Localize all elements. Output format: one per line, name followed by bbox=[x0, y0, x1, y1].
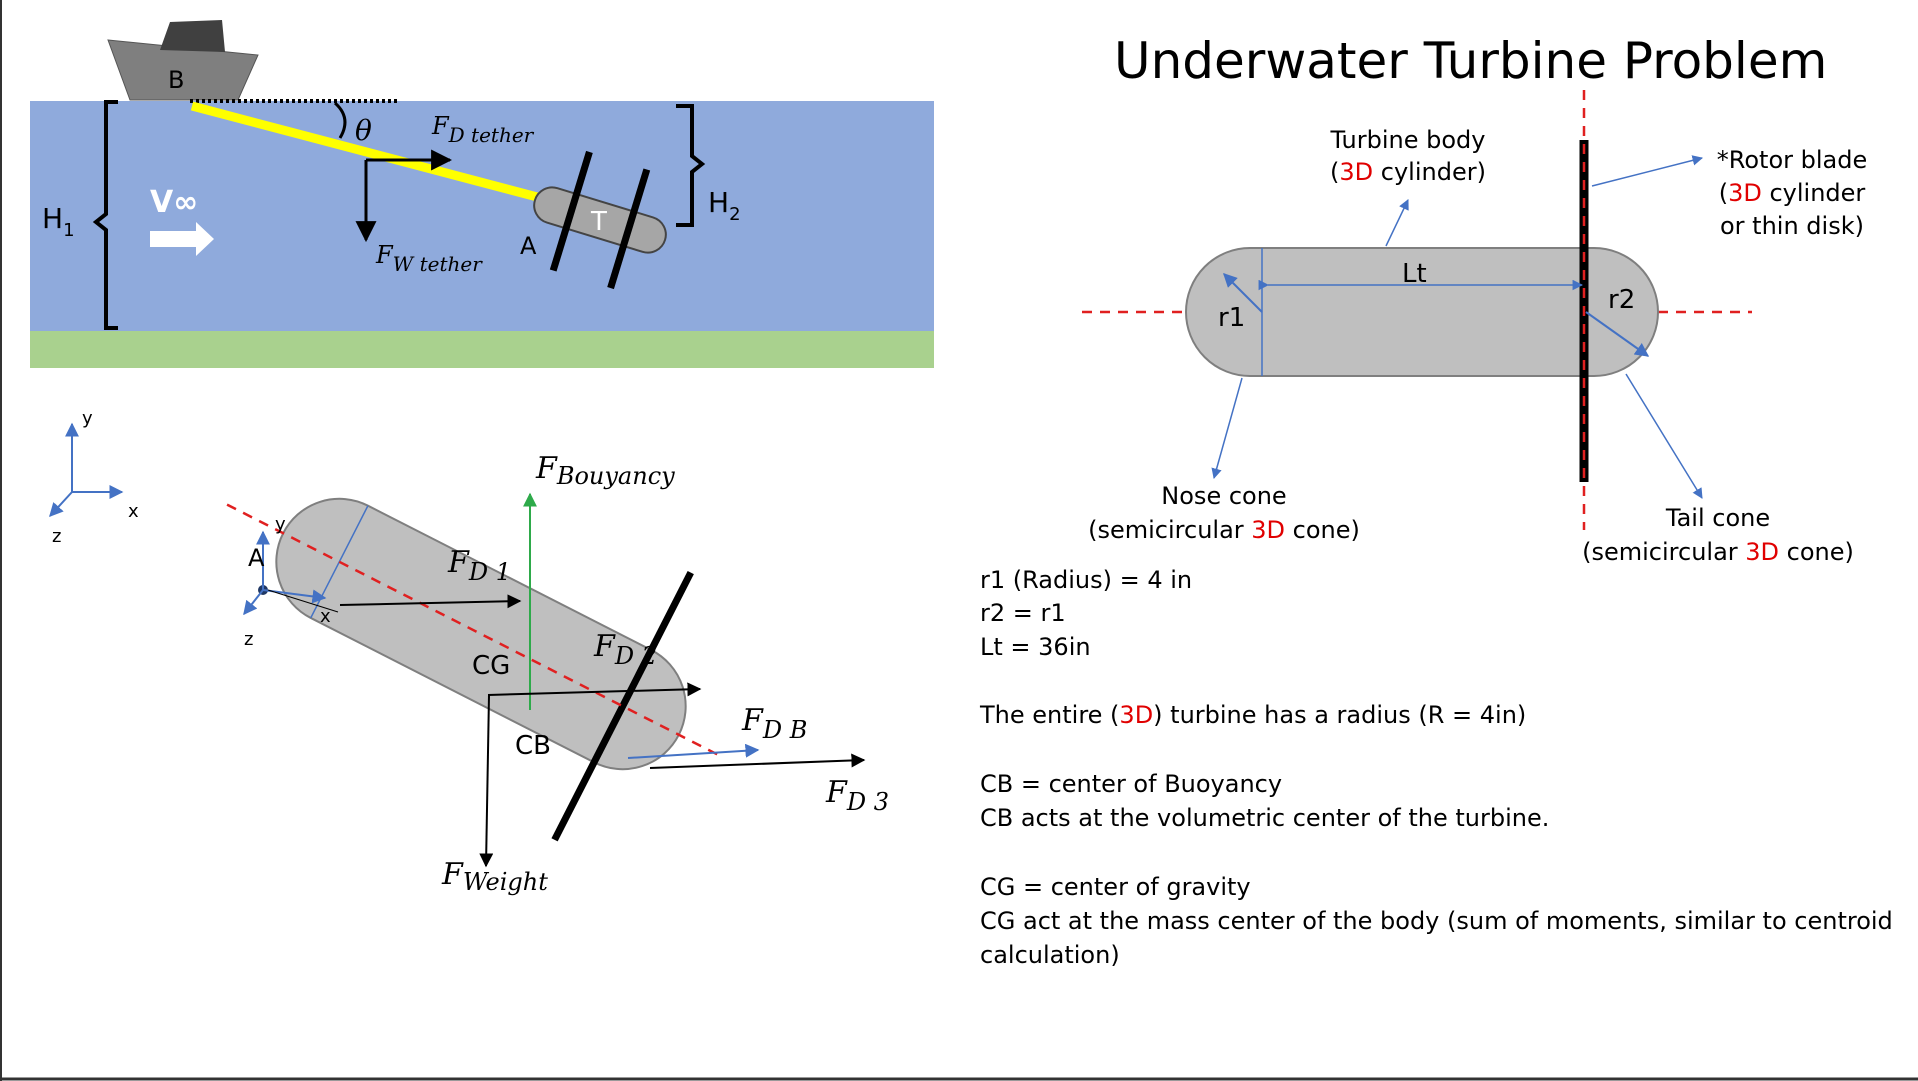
r1-arrow bbox=[1223, 273, 1263, 313]
point-a-top-label: A bbox=[520, 232, 537, 260]
r2-arrow bbox=[1585, 311, 1650, 357]
h2-label: H2 bbox=[708, 186, 741, 225]
notes: r1 (Radius) = 4 in r2 = r1 Lt = 36in The… bbox=[979, 566, 1893, 969]
note-lt: Lt = 36in bbox=[980, 633, 1091, 661]
point-a-label: A bbox=[248, 544, 265, 572]
h2-bracket bbox=[676, 104, 706, 227]
note-cb-definition: CB = center of Buoyancy bbox=[980, 770, 1282, 798]
note-cg-description: CG act at the mass center of the body (s… bbox=[980, 907, 1893, 935]
global-y-label: y bbox=[82, 408, 93, 429]
turbine-body-sublabel: (3D cylinder) bbox=[1330, 158, 1486, 186]
local-x-label: x bbox=[320, 606, 331, 627]
cb-label: CB bbox=[515, 731, 551, 761]
ground-region bbox=[30, 331, 934, 368]
boat-cabin bbox=[160, 20, 225, 52]
lt-label: Lt bbox=[1402, 259, 1427, 289]
local-z-label: z bbox=[244, 629, 253, 650]
nose-label-2: (semicircular 3D cone) bbox=[1088, 516, 1360, 544]
small-turbine bbox=[533, 150, 667, 290]
fdb-arrow bbox=[627, 743, 760, 759]
r2-label: r2 bbox=[1608, 285, 1635, 315]
turbine-body-pointer bbox=[1385, 199, 1409, 247]
fd1-label: FD 1 bbox=[447, 545, 511, 586]
weight-label: FWeight bbox=[441, 857, 548, 896]
fd2-label: FD 2 bbox=[593, 629, 657, 670]
large-centerline bbox=[226, 503, 723, 758]
page-title: Underwater Turbine Problem bbox=[1114, 32, 1827, 90]
tether bbox=[190, 101, 562, 208]
flow-arrow bbox=[150, 222, 214, 256]
tail-label-1: Tail cone bbox=[1665, 504, 1770, 532]
h1-bracket bbox=[92, 100, 118, 330]
nose-pointer bbox=[1211, 377, 1243, 480]
water-scene: B θ FD tether FW tether V∞ H1 H2 bbox=[30, 20, 934, 368]
note-cb-description: CB acts at the volumetric center of the … bbox=[980, 804, 1549, 832]
global-z-label: z bbox=[52, 526, 61, 547]
theta-arc bbox=[333, 101, 347, 139]
large-rotor bbox=[551, 570, 694, 842]
rotor-label-2: (3D cylinder bbox=[1719, 179, 1866, 207]
small-rotor-front bbox=[549, 150, 593, 272]
global-z-axis bbox=[49, 491, 73, 518]
large-turbine-body bbox=[275, 497, 687, 771]
fd2-arrow bbox=[487, 682, 702, 697]
fd3-label: FD 3 bbox=[825, 775, 889, 816]
small-turbine-body bbox=[533, 186, 667, 254]
r1-label: r1 bbox=[1218, 303, 1245, 333]
note-cg-description-cont: calculation) bbox=[980, 941, 1120, 969]
weight-arrow bbox=[479, 694, 494, 868]
fw-tether-label: FW tether bbox=[375, 241, 483, 276]
local-x-axis-black bbox=[267, 589, 339, 613]
rotor-pointer bbox=[1591, 155, 1704, 187]
turbine-body-label: Turbine body bbox=[1330, 126, 1486, 154]
small-rotor-rear bbox=[607, 168, 651, 290]
h1-label: H1 bbox=[42, 202, 75, 241]
boat: B bbox=[107, 20, 259, 101]
tail-pointer bbox=[1625, 373, 1703, 499]
turbine-t-label: T bbox=[590, 207, 607, 237]
v-infinity-label: V∞ bbox=[150, 185, 198, 220]
boat-label: B bbox=[168, 66, 184, 94]
large-turbine bbox=[226, 497, 723, 842]
tail-label-2: (semicircular 3D cone) bbox=[1582, 538, 1854, 566]
rotor-label-1: *Rotor blade bbox=[1717, 146, 1867, 174]
global-axes: y x z bbox=[49, 408, 139, 547]
force-diagram: y x z A FBouyancy FD 1 FD 2 FD B FD 3 bbox=[226, 451, 889, 896]
water-region bbox=[30, 101, 934, 331]
note-cg-definition: CG = center of gravity bbox=[980, 873, 1251, 901]
global-x-label: x bbox=[128, 501, 139, 522]
fd3-arrow bbox=[649, 753, 866, 769]
fdb-label: FD B bbox=[741, 703, 807, 744]
local-z-axis bbox=[243, 589, 264, 616]
buoyancy-label: FBouyancy bbox=[535, 451, 675, 490]
local-y-label: y bbox=[275, 514, 286, 535]
rotor-label-3: or thin disk) bbox=[1720, 212, 1864, 240]
theta-label: θ bbox=[355, 114, 372, 147]
right-diagram: Underwater Turbine Problem Lt r1 r2 Turb… bbox=[1082, 32, 1867, 566]
note-r2: r2 = r1 bbox=[980, 599, 1066, 627]
nose-label-1: Nose cone bbox=[1161, 482, 1286, 510]
fd-tether-label: FD tether bbox=[431, 112, 535, 147]
note-radius: The entire (3D) turbine has a radius (R … bbox=[979, 701, 1526, 729]
note-r1: r1 (Radius) = 4 in bbox=[980, 566, 1192, 594]
fd1-arrow bbox=[339, 594, 522, 609]
cg-label: CG bbox=[472, 651, 510, 681]
